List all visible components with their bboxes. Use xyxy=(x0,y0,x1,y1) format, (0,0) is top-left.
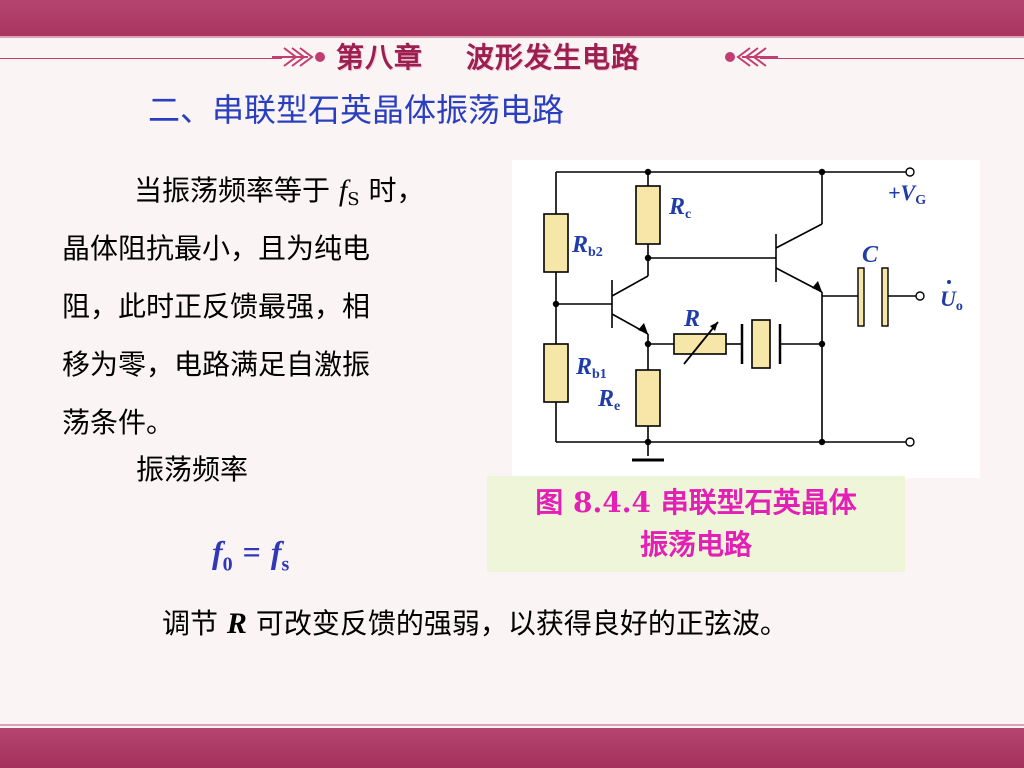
label-vg: +VG xyxy=(888,180,926,208)
resistor-rc-icon xyxy=(635,185,661,245)
chapter-title: 第八章 波形发生电路 xyxy=(336,41,640,74)
top-banner xyxy=(0,0,1024,36)
label-re: Re xyxy=(597,386,620,414)
explanation-paragraph: 当振荡频率等于 fS 时， 晶体阻抗最小，且为纯电 阻，此时正反馈最强，相 移为… xyxy=(62,162,507,452)
label-c: C xyxy=(862,242,879,268)
terminal-vg-icon xyxy=(905,167,915,177)
header-rule-right xyxy=(760,58,1024,59)
bottom-note: 调节 R 可改变反馈的强弱，以获得良好的正弦波。 xyxy=(162,607,788,640)
caption-line: 振荡电路 xyxy=(639,528,752,561)
terminal-ground-icon xyxy=(905,437,915,447)
paragraph-line: 晶体阻抗最小，且为纯电 xyxy=(62,232,371,265)
circuit-diagram: Rc Rb2 Rb1 Re R C +VG Uo xyxy=(512,160,980,478)
capacitor-c-icon xyxy=(857,267,889,327)
terminal-output-icon xyxy=(915,291,925,301)
caption-line: 图 8.4.4 串联型石英晶体 xyxy=(535,486,857,519)
paragraph-line: 阻，此时正反馈最强，相 xyxy=(62,290,371,323)
emitter-arrow-icon xyxy=(638,323,648,334)
arrow-ornament-left-icon xyxy=(272,47,325,67)
label-rb1: Rb1 xyxy=(575,354,607,382)
paragraph-line: 荡条件。 xyxy=(62,406,175,439)
oscillation-frequency-label: 振荡频率 xyxy=(136,453,249,486)
quartz-crystal-icon xyxy=(740,319,782,369)
paragraph-line: 移为零，电路满足自激振 xyxy=(62,348,371,381)
resistor-re-icon xyxy=(635,369,661,427)
paragraph-line: 当振荡频率等于 fS 时， xyxy=(134,174,425,210)
label-rb2: Rb2 xyxy=(571,232,603,260)
label-uo: Uo xyxy=(940,286,963,314)
header-rule-left xyxy=(0,58,282,59)
top-banner-line xyxy=(0,36,1024,38)
resistor-rb2-icon xyxy=(543,213,569,273)
resistor-rb1-icon xyxy=(543,343,569,403)
frequency-formula: f0=fs xyxy=(212,534,290,576)
section-title: 二、串联型石英晶体振荡电路 xyxy=(148,91,565,129)
label-rc: Rc xyxy=(668,194,691,222)
bottom-banner xyxy=(0,728,1024,768)
emitter-arrow-icon xyxy=(812,281,822,292)
arrow-ornament-right-icon xyxy=(725,47,778,67)
label-r: R xyxy=(683,306,700,332)
bottom-banner-line xyxy=(0,724,1024,726)
figure-caption: 图 8.4.4 串联型石英晶体 振荡电路 xyxy=(487,476,905,572)
